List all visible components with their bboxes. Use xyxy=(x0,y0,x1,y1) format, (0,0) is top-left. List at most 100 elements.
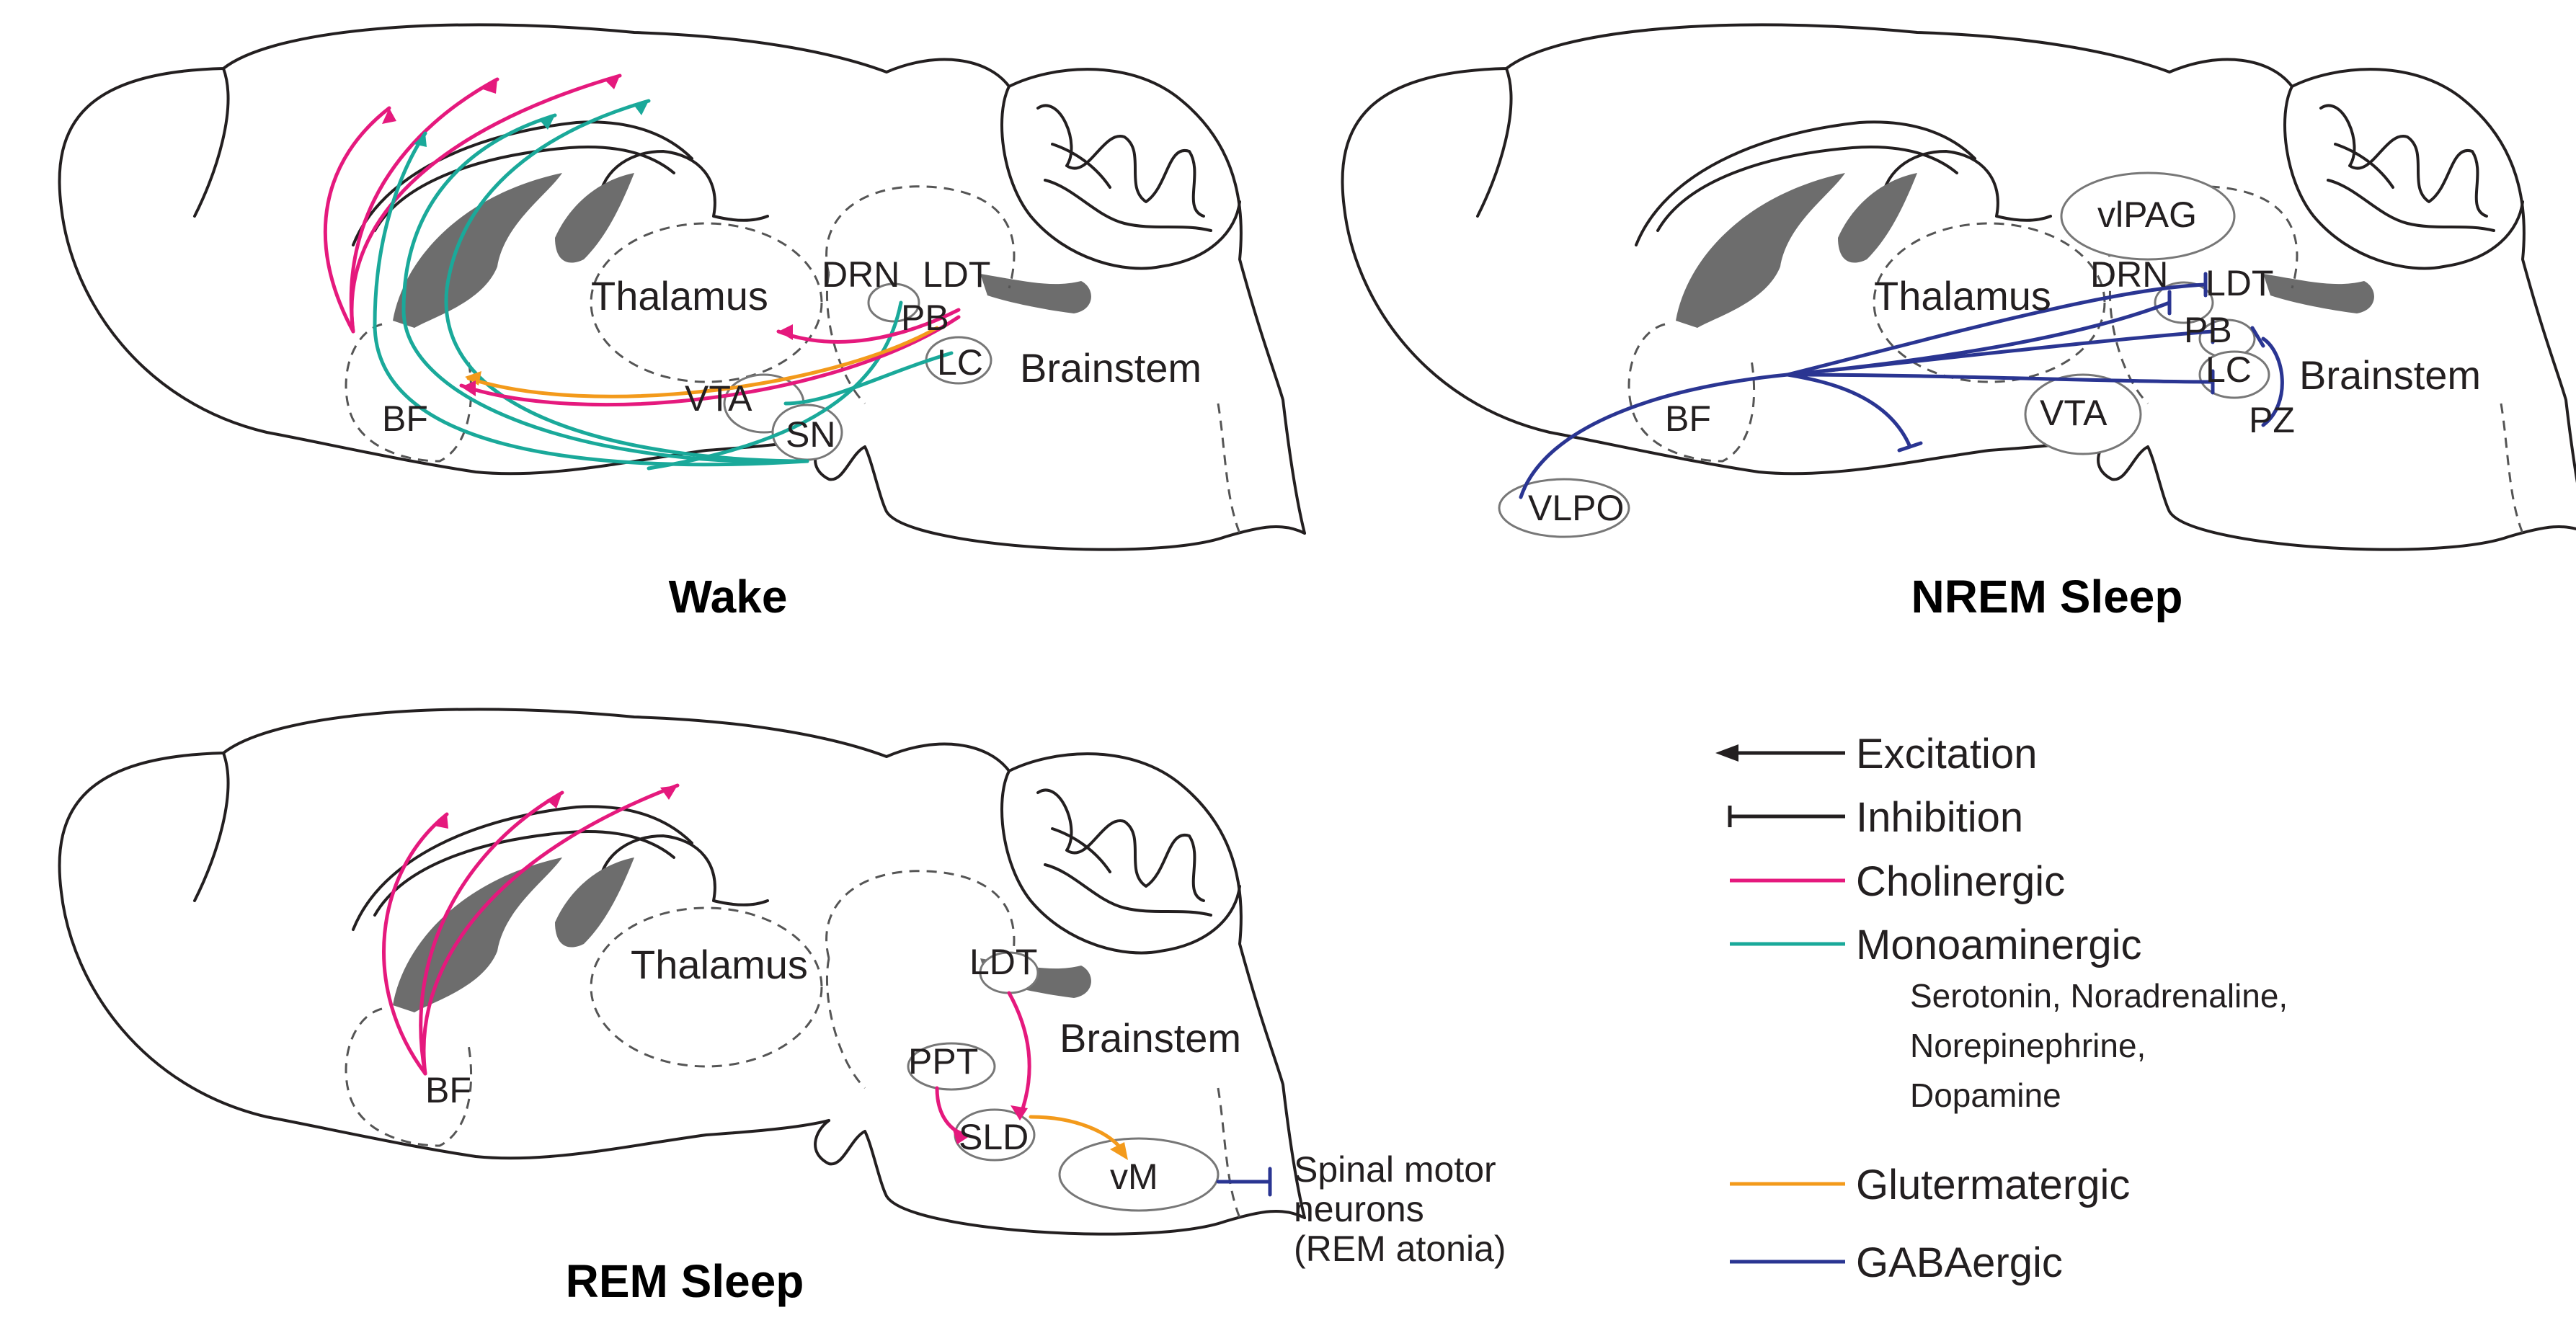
legend-item-excitation: Excitation xyxy=(1715,731,2037,777)
rem-brainstem-label: Brainstem xyxy=(1060,1015,1241,1061)
nrem-brainstem-label: Brainstem xyxy=(2299,352,2481,398)
rem-cholinergic-path-3 xyxy=(422,783,680,1076)
rem-arrowhead-4 xyxy=(1011,1105,1028,1120)
wake-cholinergic-path-5 xyxy=(459,315,961,407)
rem-ppt-oval xyxy=(907,1042,996,1091)
nrem-gaba-path-vta xyxy=(1785,373,1912,449)
nrem-vta-oval xyxy=(2024,373,2142,455)
wake-brainstem-label: Brainstem xyxy=(1020,345,1202,391)
excitation-arrow-icon xyxy=(1715,744,1738,762)
wake-lc-label: LC xyxy=(937,342,983,383)
nrem-panel: vlPAG Thalamus DRN LDT PB LC Brainstem P… xyxy=(1341,23,2576,623)
legend-label-glutamatergic: Glutermatergic xyxy=(1856,1162,2130,1208)
wake-thalamus-label: Thalamus xyxy=(591,273,768,318)
wake-arrowhead-6 xyxy=(633,101,649,115)
wake-arrowheads xyxy=(382,76,793,396)
wake-cholinergic-path-4 xyxy=(776,308,961,344)
nrem-gaba-path-lc xyxy=(1785,373,2215,384)
rem-cholinergic-path-1 xyxy=(382,812,449,1076)
wake-vta-label: VTA xyxy=(685,378,752,419)
rem-vm-oval xyxy=(1058,1137,1220,1212)
wake-drn-oval xyxy=(867,282,920,323)
wake-arrowhead-1 xyxy=(382,108,396,124)
wake-arrowhead-4 xyxy=(414,133,427,147)
wake-arrowhead-9 xyxy=(461,380,476,396)
rem-ldt-label: LDT xyxy=(969,942,1037,982)
rem-bf-label: BF xyxy=(425,1070,471,1110)
wake-mono-path-1 xyxy=(373,131,809,467)
legend-item-cholinergic: Cholinergic xyxy=(1730,858,2065,905)
rem-panel: Thalamus LDT Brainstem BF PPT SLD vM Spi… xyxy=(58,708,1506,1307)
nrem-lc-oval xyxy=(2198,350,2270,399)
nrem-pz-label: PZ xyxy=(2249,400,2295,440)
legend-label-excitation: Excitation xyxy=(1856,731,2037,777)
nrem-vlpo-label: VLPO xyxy=(1528,488,1624,528)
rem-arrowhead-3 xyxy=(660,785,678,800)
wake-caption: Wake xyxy=(669,571,788,623)
nrem-vlpo-oval xyxy=(1498,478,1630,538)
legend-item-glutamatergic: Glutermatergic xyxy=(1730,1162,2130,1208)
wake-glutamatergic-path xyxy=(466,326,939,398)
rem-thalamus-label: Thalamus xyxy=(631,942,808,987)
wake-mono-path-4 xyxy=(647,300,903,471)
nrem-vta-label: VTA xyxy=(2040,393,2108,433)
rem-caption: REM Sleep xyxy=(566,1255,804,1307)
wake-arrowhead-7 xyxy=(778,324,793,340)
legend-label-inhibition: Inhibition xyxy=(1856,794,2023,841)
nrem-gaba-path-pz xyxy=(2261,337,2284,427)
wake-mono-path-3 xyxy=(444,99,809,463)
legend-item-inhibition: Inhibition xyxy=(1728,794,2023,841)
legend-item-monoaminergic: Monoaminergic Serotonin, Noradrenaline, … xyxy=(1730,922,2288,1114)
rem-target-line-3: (REM atonia) xyxy=(1294,1229,1506,1269)
wake-arrowhead-8 xyxy=(465,371,481,386)
wake-arrowhead-5 xyxy=(539,115,555,130)
rem-arrowhead-5 xyxy=(953,1130,969,1144)
nrem-inhibit-bar-5 xyxy=(1897,441,1923,453)
nrem-ldt-label: LDT xyxy=(2206,263,2273,303)
wake-sn-label: SN xyxy=(786,414,835,455)
wake-arrowhead-2 xyxy=(483,79,497,94)
legend-label-gabaergic: GABAergic xyxy=(1856,1239,2063,1286)
rem-cholinergic-path-2 xyxy=(419,790,564,1076)
wake-cholinergic-path-1 xyxy=(323,106,391,334)
wake-panel: Thalamus Brainstem BF DRN LDT PB LC VTA … xyxy=(58,23,1306,623)
nrem-caption: NREM Sleep xyxy=(1911,571,2183,623)
legend: Excitation Inhibition Cholinergic Monoam… xyxy=(1715,731,2288,1286)
nrem-gaba-path-pb xyxy=(1785,329,2215,377)
nrem-gabaergic-paths xyxy=(1519,272,2284,499)
monoaminergic-detail-1: Serotonin, Noradrenaline, xyxy=(1910,977,2288,1015)
wake-drn-label: DRN xyxy=(822,254,900,295)
nrem-gaba-path-ldt xyxy=(1785,282,2208,377)
legend-item-gabaergic: GABAergic xyxy=(1730,1239,2063,1286)
rem-arrowhead-2 xyxy=(546,793,562,808)
rem-target-line-1: Spinal motor xyxy=(1294,1149,1496,1190)
rem-sld-label: SLD xyxy=(959,1117,1029,1157)
rem-arrowhead-1 xyxy=(434,814,448,829)
wake-mono-path-5 xyxy=(783,351,954,406)
monoaminergic-detail-3: Dopamine xyxy=(1910,1077,2061,1114)
rem-ppt-label: PPT xyxy=(908,1041,978,1082)
legend-label-monoaminergic: Monoaminergic xyxy=(1856,922,2142,968)
legend-label-cholinergic: Cholinergic xyxy=(1856,858,2065,905)
rem-vm-label: vM xyxy=(1110,1157,1158,1197)
wake-pb-label: PB xyxy=(901,298,949,338)
nrem-drn-label: DRN xyxy=(2090,254,2168,295)
rem-arrowhead-6 xyxy=(1110,1142,1128,1160)
nrem-thalamus-label: Thalamus xyxy=(1874,273,2051,318)
wake-cholinergic-path-2 xyxy=(349,77,499,334)
wake-ldt-label: LDT xyxy=(923,254,990,295)
wake-bf-label: BF xyxy=(382,398,428,439)
nrem-vlpag-label: vlPAG xyxy=(2097,195,2197,235)
wake-mono-path-2 xyxy=(401,113,809,464)
rem-target-line-2: neurons xyxy=(1294,1189,1424,1229)
wake-arrowhead-3 xyxy=(604,76,620,89)
nrem-pb-label: PB xyxy=(2184,310,2232,350)
monoaminergic-detail-2: Norepinephrine, xyxy=(1910,1027,2146,1064)
nrem-lc-label: LC xyxy=(2206,349,2252,390)
nrem-bf-label: BF xyxy=(1665,398,1711,439)
wake-cholinergic-path-3 xyxy=(350,73,622,334)
nrem-inhibit-bar-6 xyxy=(2250,326,2265,348)
rem-cholinergic-path-ldt-sld xyxy=(1007,991,1031,1119)
nrem-vlpag-oval xyxy=(2060,171,2236,261)
